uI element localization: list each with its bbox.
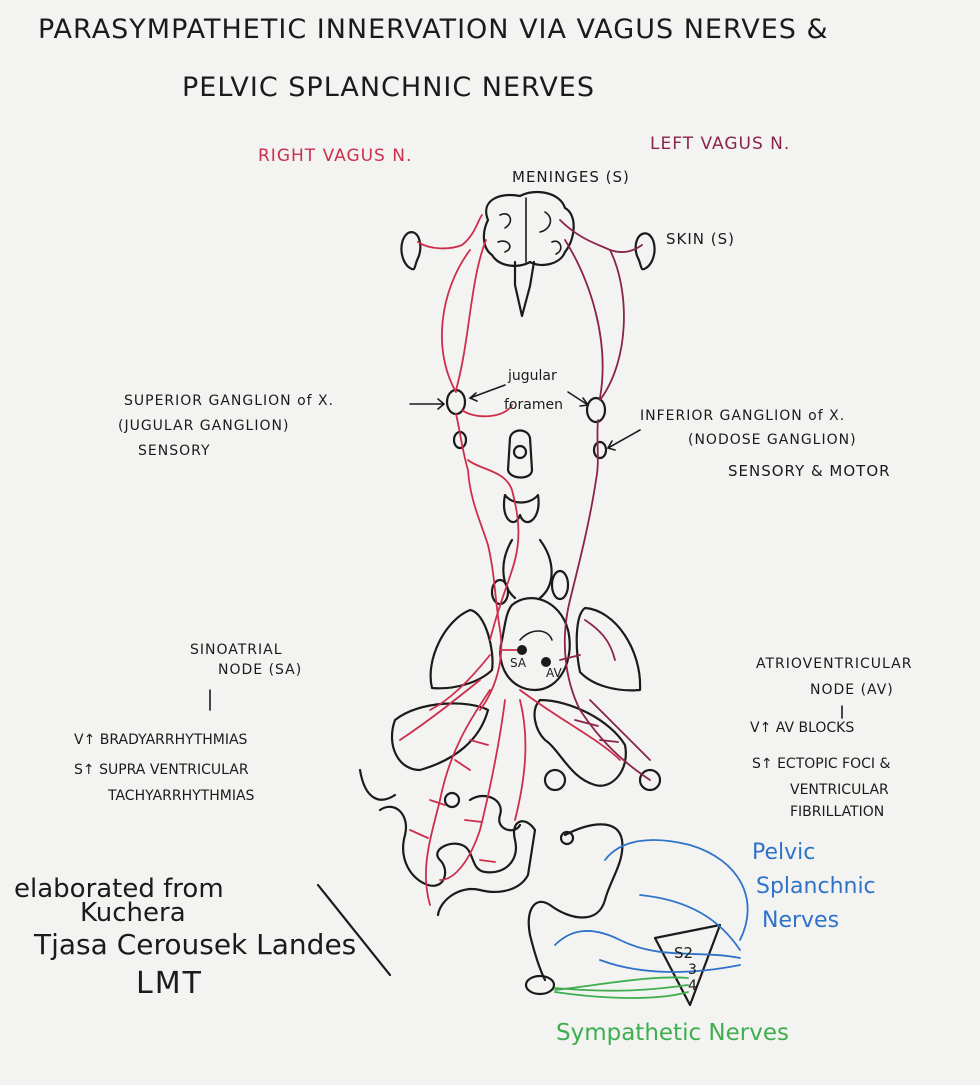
left-vagus-label: LEFT VAGUS N. bbox=[650, 134, 791, 154]
larynx-icon bbox=[506, 429, 534, 479]
sa-node-label: NODE (SA) bbox=[218, 662, 303, 678]
ectopic-foci-label: S↑ ECTOPIC FOCI & bbox=[752, 756, 891, 772]
sympathetic-label: Sympathetic Nerves bbox=[556, 1020, 789, 1046]
superior-ganglion-left-icon bbox=[585, 396, 607, 424]
left-lung-icon bbox=[575, 606, 642, 692]
av-blocks-label: V↑ AV BLOCKS bbox=[750, 720, 855, 736]
sensory-motor-label: SENSORY & MOTOR bbox=[728, 462, 891, 480]
right-vagus-label: RIGHT VAGUS N. bbox=[258, 146, 413, 166]
tachyarrhythmias-label: TACHYARRHYTHMIAS bbox=[108, 788, 255, 804]
splanchnic-label: Splanchnic bbox=[756, 874, 876, 899]
nerves-label: Nerves bbox=[762, 908, 840, 933]
pelvic-label: Pelvic bbox=[752, 840, 816, 865]
fibrillation-label: FIBRILLATION bbox=[790, 804, 885, 820]
s2-label: S2 bbox=[674, 944, 694, 962]
brain-icon bbox=[482, 190, 575, 267]
pelvic-splanchnic-nerve-paths bbox=[554, 839, 749, 973]
title-line-2: PELVIC SPLANCHNIC NERVES bbox=[182, 72, 595, 103]
sensory-label: SENSORY bbox=[138, 443, 211, 459]
stomach-icon bbox=[533, 698, 627, 787]
right-vagus-nerve-paths bbox=[399, 214, 621, 906]
intestines-icon bbox=[378, 794, 537, 917]
credit-elaborated: elaborated from bbox=[14, 874, 224, 904]
thyroid-icon bbox=[502, 493, 540, 523]
bradyarrhythmias-label: V↑ BRADYARRHYTHMIAS bbox=[74, 732, 248, 748]
s4-label: 4 bbox=[688, 978, 697, 994]
jugular-ganglion-label: (JUGULAR GANGLION) bbox=[118, 418, 290, 434]
credit-kuchera: Kuchera bbox=[80, 898, 186, 928]
ventricular-label: VENTRICULAR bbox=[790, 782, 889, 798]
nodose-ganglion-label: (NODOSE GANGLION) bbox=[688, 432, 857, 448]
sympathetic-nerve-paths bbox=[554, 976, 689, 999]
atrioventricular-label: ATRIOVENTRICULAR bbox=[756, 656, 913, 672]
sa-heart-label: SA bbox=[510, 656, 527, 670]
av-node-label: NODE (AV) bbox=[810, 682, 894, 698]
s3-label: 3 bbox=[688, 962, 697, 978]
foramen-label: foramen bbox=[504, 397, 563, 413]
left-vagus-nerve-paths bbox=[559, 219, 651, 781]
meninges-label: MENINGES (S) bbox=[512, 168, 630, 186]
av-heart-label: AV bbox=[546, 666, 562, 680]
right-lung-icon bbox=[429, 608, 494, 690]
title-line-1: PARASYMPATHETIC INNERVATION VIA VAGUS NE… bbox=[38, 14, 829, 45]
heart-icon bbox=[499, 597, 571, 692]
sa-node-dot bbox=[517, 645, 527, 655]
inferior-ganglion-label: INFERIOR GANGLION of X. bbox=[640, 408, 846, 424]
sinoatrial-label: SINOATRIAL bbox=[190, 642, 283, 658]
jugular-label: jugular bbox=[508, 368, 557, 384]
av-node-dot bbox=[541, 657, 551, 667]
colon-icon bbox=[527, 823, 624, 982]
right-ear-icon bbox=[400, 231, 422, 271]
supraventricular-label: S↑ SUPRA VENTRICULAR bbox=[74, 762, 249, 778]
skin-label: SKIN (S) bbox=[666, 230, 735, 248]
annotation-arrows bbox=[209, 384, 843, 719]
superior-ganglion-label: SUPERIOR GANGLION of X. bbox=[124, 393, 335, 409]
credit-author: Tjasa Cerousek Landes bbox=[34, 928, 357, 961]
credit-lmt: LMT bbox=[136, 966, 203, 1001]
rectum-icon bbox=[524, 974, 556, 996]
left-ear-icon bbox=[634, 232, 656, 271]
